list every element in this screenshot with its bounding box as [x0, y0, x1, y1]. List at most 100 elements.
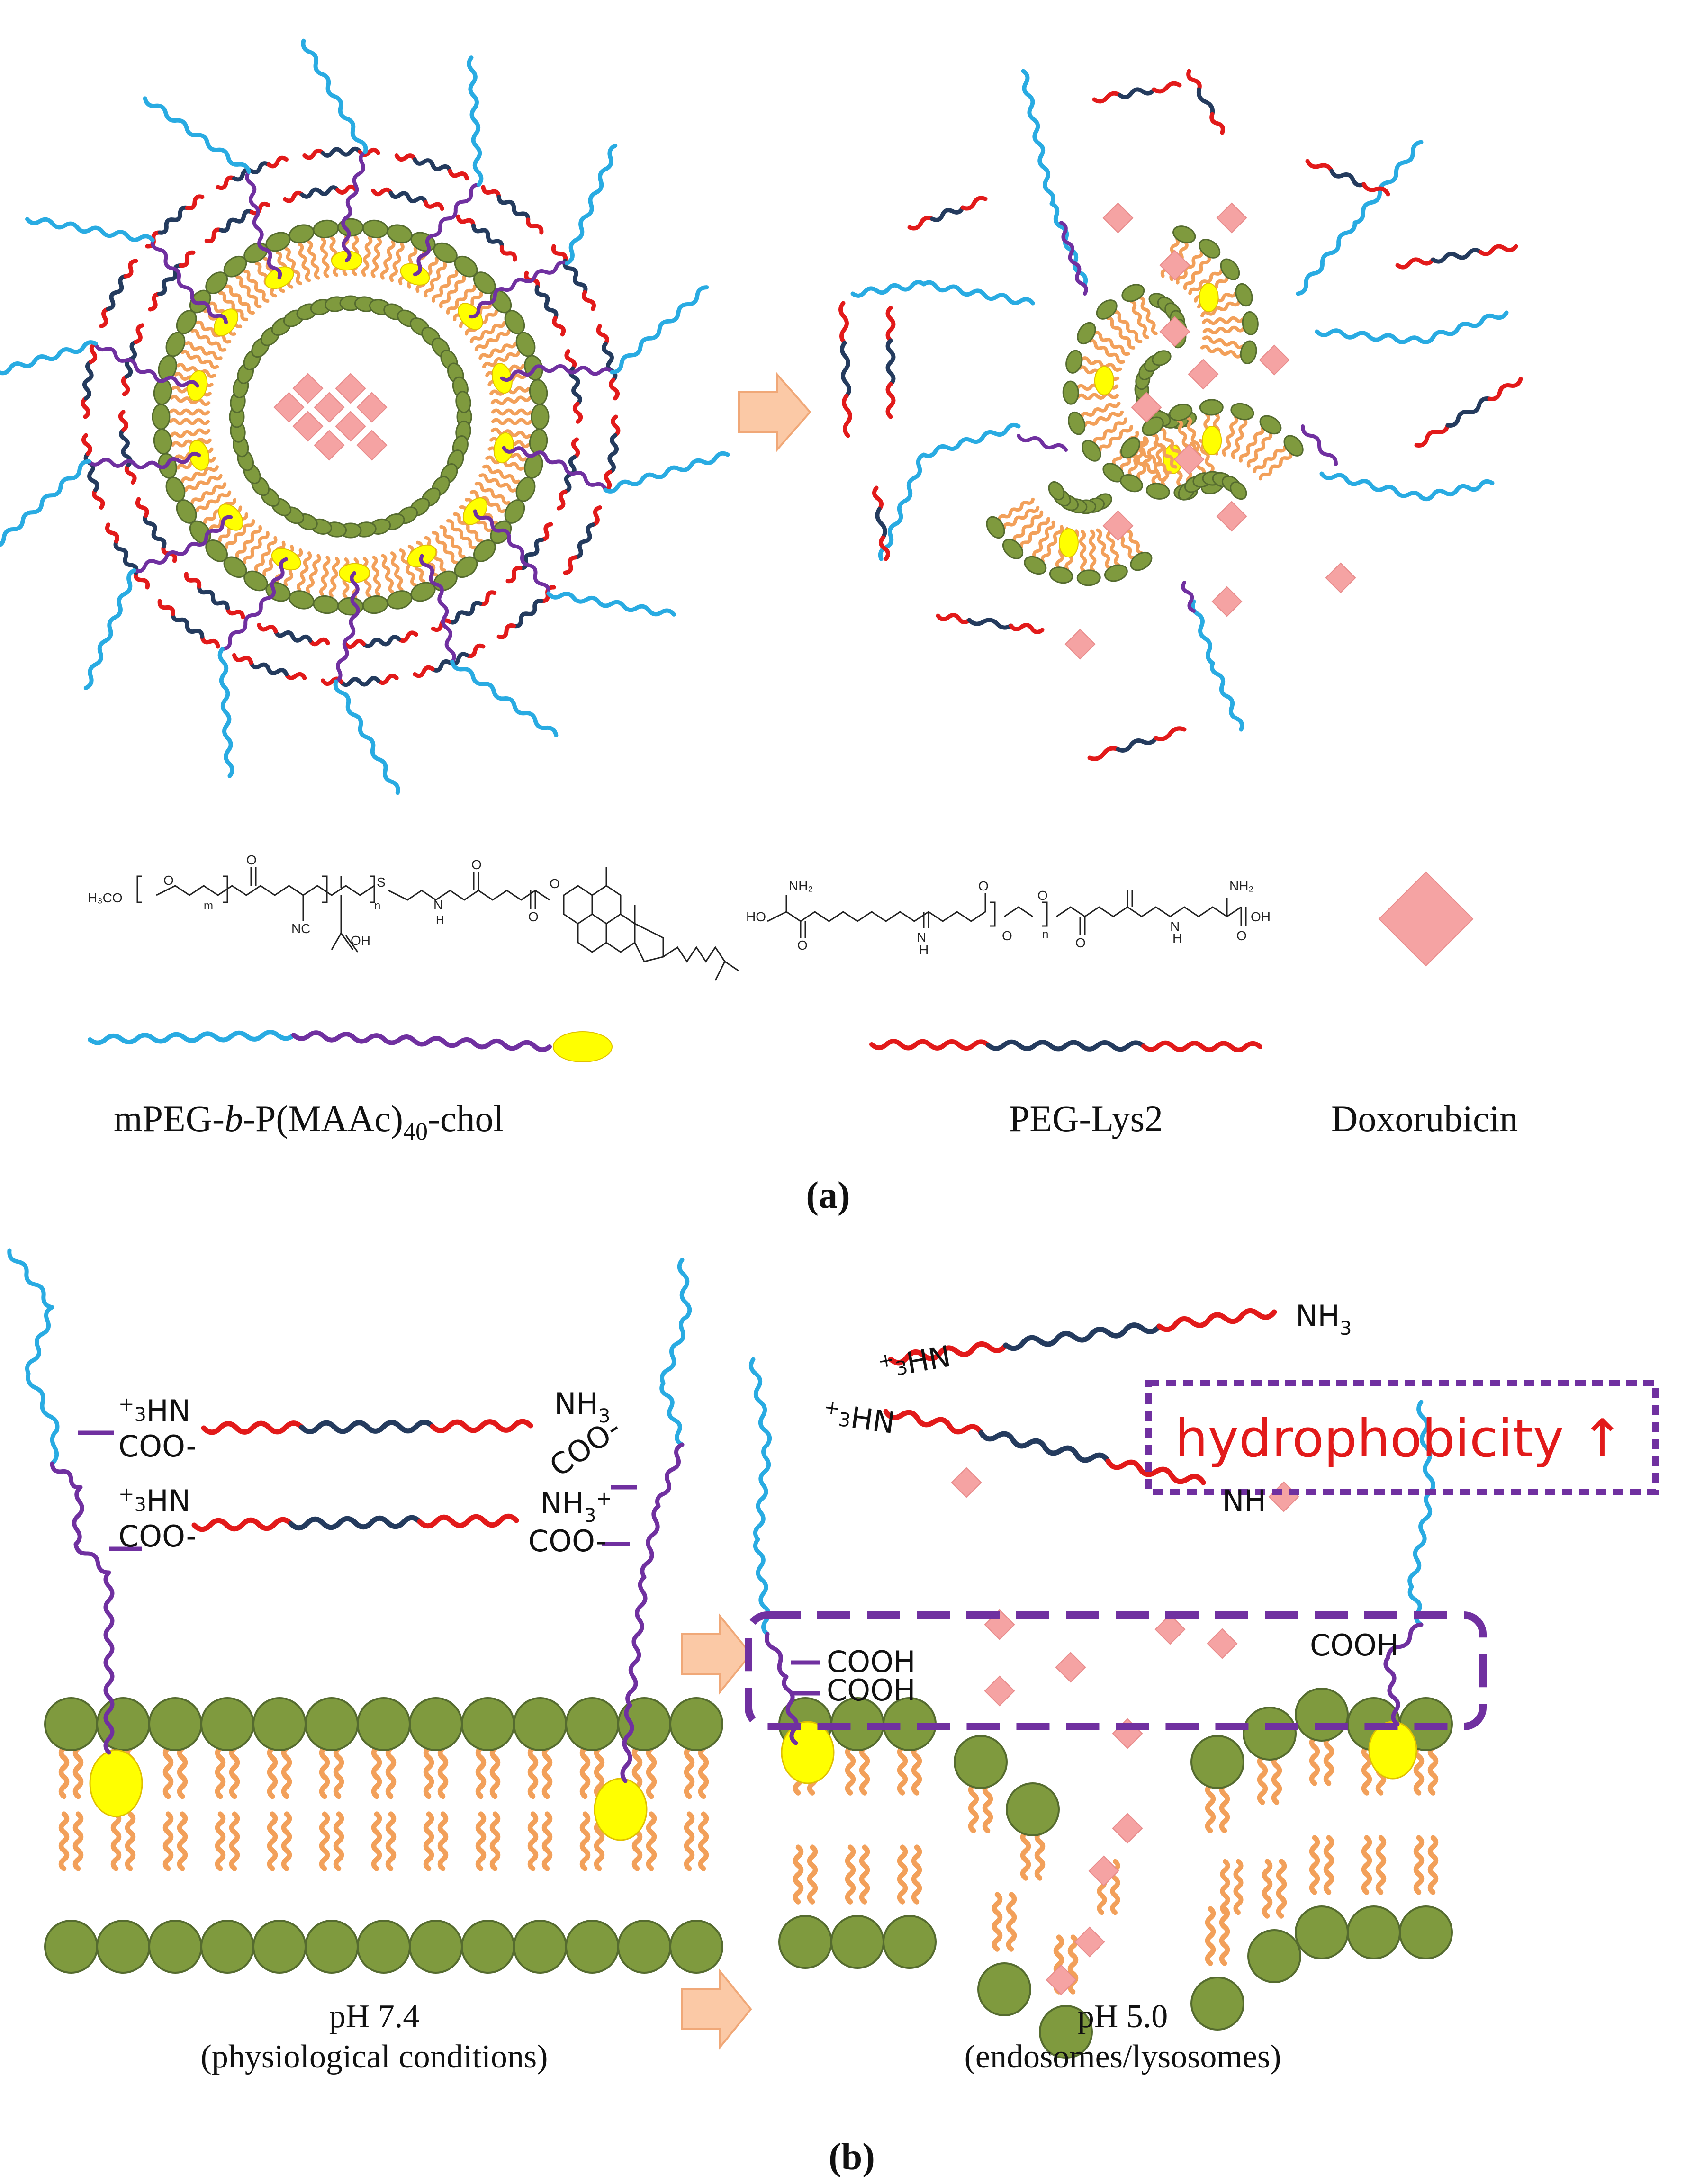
lys-segment	[1141, 1040, 1262, 1052]
lys-segment	[572, 402, 583, 424]
lys-segment	[135, 497, 149, 518]
peg-chain	[467, 55, 484, 187]
lipid-tails	[686, 1814, 706, 1869]
lys-segment	[1154, 726, 1187, 741]
lipid-tails	[480, 465, 520, 492]
chem-atom-label: NH₂	[789, 879, 813, 893]
lys-segment	[121, 374, 130, 396]
arrow-icon	[681, 1613, 752, 1695]
doxorubicin-diamond	[1216, 501, 1247, 532]
lipid-tails	[381, 553, 404, 593]
lipid-head	[1024, 556, 1047, 575]
peg-core-segment	[840, 341, 851, 398]
lipid-head	[357, 1697, 411, 1751]
chem-atom-label: n	[1042, 928, 1048, 941]
lipid-head	[387, 224, 413, 243]
chem-atom-label: H	[1172, 931, 1182, 945]
lipid-head	[313, 219, 339, 239]
pmaac-chain	[500, 364, 614, 382]
cholesterol-anchor	[1094, 366, 1114, 395]
chem-bond	[1079, 890, 1133, 935]
lipid-head	[617, 1920, 671, 1974]
lys-segment	[552, 315, 566, 337]
peg-core-segment	[930, 205, 965, 222]
chem-bond	[785, 895, 806, 938]
legend-peg-icon	[88, 1030, 296, 1045]
hydrophobicity-box	[1145, 1380, 1659, 1495]
peg-chain	[333, 679, 400, 795]
peg-core-segment	[562, 259, 588, 295]
lipid-tails	[298, 553, 320, 593]
lipid-tails	[1204, 317, 1244, 334]
peg-chain	[143, 96, 251, 174]
chem-bond	[1004, 906, 1242, 917]
peg-core-segment	[967, 618, 1013, 630]
lys-segment	[563, 555, 578, 575]
pmaac-chain	[50, 1461, 115, 1755]
lipid-head	[513, 1697, 567, 1751]
doxorubicin-diamond	[356, 430, 388, 461]
lipid-head	[531, 404, 550, 430]
lipid-head	[954, 1735, 1008, 1789]
lipid-head	[1081, 440, 1101, 462]
lipid-head	[1283, 435, 1304, 457]
lys-segment	[343, 638, 366, 649]
doxorubicin-diamond	[1102, 202, 1134, 234]
chem-atom-label: O	[978, 879, 989, 893]
peg-chain	[0, 459, 91, 548]
lys-segment	[879, 535, 890, 561]
label-acid-1: COOH	[827, 1645, 916, 1679]
ph-label-left: pH 7.4	[329, 1998, 420, 2035]
lipid-head	[1076, 569, 1101, 586]
lys-segment	[1105, 1458, 1206, 1485]
cholesterol-anchor	[1202, 426, 1222, 456]
peg-core-segment	[602, 342, 618, 382]
peg-core-segment	[273, 629, 313, 643]
chem-atom-label: O	[1236, 928, 1247, 943]
peg-core-segment	[218, 209, 254, 233]
peg-chain	[878, 422, 1021, 561]
peg-core-segment	[496, 195, 531, 222]
peg-core-segment	[1116, 736, 1158, 753]
lys-segment	[1361, 182, 1390, 197]
chem-atom-label: N	[433, 898, 443, 912]
pmaac-chain	[1383, 1622, 1424, 1726]
lys-segment	[81, 433, 92, 456]
lys-segment	[225, 606, 245, 620]
lys-segment	[960, 196, 988, 211]
lipid-head	[1190, 1977, 1244, 2031]
lipid-head	[1002, 539, 1024, 559]
lipid-head	[1295, 1905, 1349, 1959]
lipid-head	[1347, 1905, 1401, 1959]
lys-segment	[907, 216, 935, 231]
lys-segment	[124, 463, 137, 485]
lipid-head	[1399, 1905, 1453, 1959]
lipid-head	[1169, 404, 1193, 422]
lys-segment	[133, 570, 150, 590]
peg-chain	[1296, 140, 1424, 296]
peg-chain	[748, 1357, 772, 1636]
label-amine-8: NH	[1222, 1483, 1266, 1518]
lys-segment	[89, 342, 98, 364]
lys-segment	[888, 1341, 1009, 1366]
chem-atom-label: H	[436, 914, 444, 926]
peg-core-segment	[573, 522, 595, 560]
lys-segment	[99, 306, 110, 328]
doxorubicin-diamond	[1088, 1855, 1119, 1887]
lys-segment	[1186, 69, 1202, 92]
lys-segment	[1395, 257, 1435, 270]
peg-core-segment	[512, 599, 544, 629]
doxorubicin-diamond	[1154, 1614, 1186, 1645]
lipid-head	[362, 219, 388, 239]
lipid-tails	[1239, 427, 1272, 467]
doxorubicin-diamond	[1102, 510, 1134, 541]
lys-segment	[413, 665, 435, 678]
chem-bond	[1226, 898, 1247, 926]
pmaac-chain	[468, 260, 569, 319]
lipid-head	[153, 428, 172, 455]
lys-segment	[283, 190, 305, 203]
doxorubicin-diamond	[1112, 1813, 1143, 1844]
chem-bond	[592, 885, 622, 925]
lys-segment	[179, 250, 196, 268]
lys-segment	[564, 349, 577, 371]
